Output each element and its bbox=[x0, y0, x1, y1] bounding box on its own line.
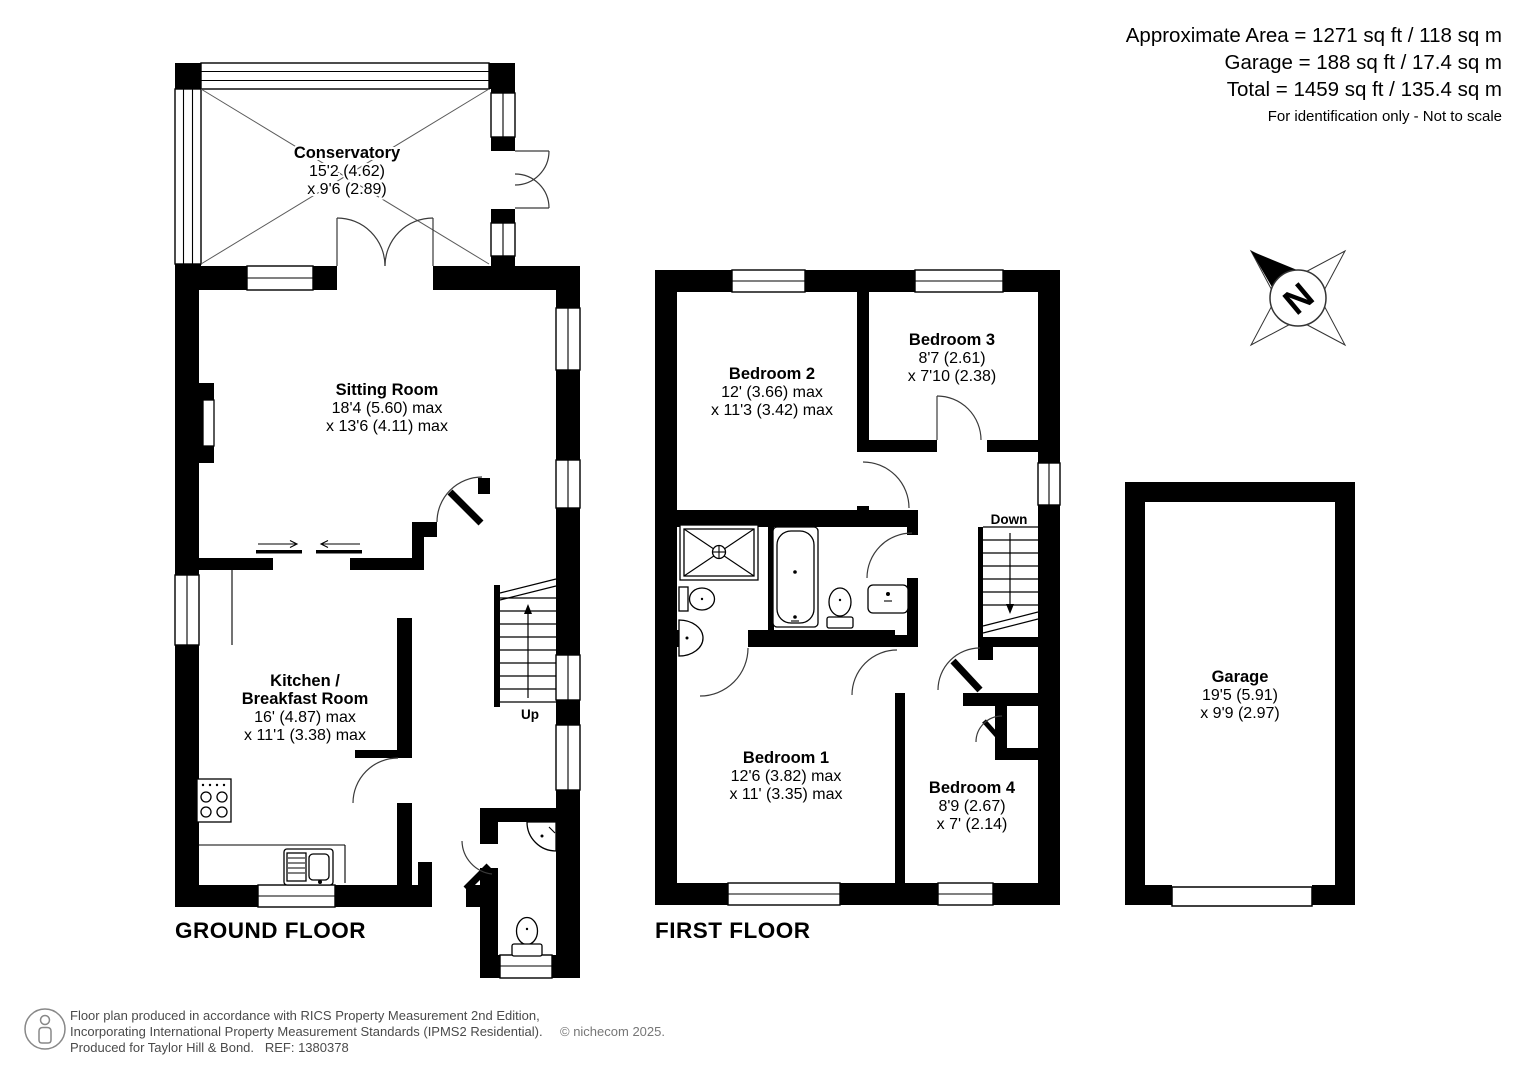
bedroom4-dim2: x 7' (2.14) bbox=[937, 816, 1008, 833]
ensuite-basin bbox=[678, 619, 704, 657]
total-area-line: Total = 1459 sq ft / 135.4 sq m bbox=[1227, 78, 1502, 101]
kitchen-dim2: x 11'1 (3.38) max bbox=[244, 727, 366, 744]
ground-floor-walls bbox=[175, 63, 580, 978]
stairs-down-label: Down bbox=[991, 512, 1028, 527]
bedroom2-label: Bedroom 2 12' (3.66) max x 11'3 (3.42) m… bbox=[711, 365, 833, 419]
bedroom2-name: Bedroom 2 bbox=[729, 365, 815, 383]
person-icon bbox=[24, 1008, 66, 1050]
stairs-down bbox=[982, 526, 1039, 634]
bedroom3-label: Bedroom 3 8'7 (2.61) x 7'10 (2.38) bbox=[908, 331, 996, 385]
shower bbox=[679, 524, 759, 581]
cooktop bbox=[196, 778, 232, 823]
footer-line1: Floor plan produced in accordance with R… bbox=[70, 1008, 540, 1023]
ensuite-toilet bbox=[678, 586, 716, 612]
garden-french-doors bbox=[514, 150, 550, 209]
chimney-breast bbox=[202, 399, 215, 447]
bedroom2-door bbox=[862, 461, 910, 509]
stairs-up bbox=[499, 578, 557, 703]
sliding-doors bbox=[256, 540, 362, 554]
wc-basin bbox=[526, 821, 557, 852]
bedroom4-name: Bedroom 4 bbox=[929, 779, 1016, 797]
sitting-room-label: Sitting Room 18'4 (5.60) max x 13'6 (4.1… bbox=[326, 381, 448, 435]
bedroom3-door bbox=[936, 395, 982, 441]
compass-rose-icon: N bbox=[1249, 249, 1347, 347]
garage-area-line: Garage = 188 sq ft / 17.4 sq m bbox=[1225, 51, 1502, 74]
conservatory-doors bbox=[336, 217, 434, 267]
bedroom1-label: Bedroom 1 12'6 (3.82) max x 11' (3.35) m… bbox=[729, 749, 842, 803]
kitchen-label: Kitchen / Breakfast Room 16' (4.87) max … bbox=[242, 672, 369, 744]
first-floor-walls bbox=[655, 270, 1060, 905]
bedroom4-door bbox=[937, 647, 983, 693]
kitchen-sink bbox=[283, 848, 334, 886]
bedroom3-name: Bedroom 3 bbox=[909, 331, 995, 349]
kitchen-name-line1: Kitchen / bbox=[270, 672, 340, 690]
ground-floor-windows bbox=[174, 265, 581, 979]
kitchen-counter bbox=[199, 844, 346, 883]
garage-name: Garage bbox=[1212, 668, 1269, 686]
first-floor-plan: Bedroom 2 12' (3.66) max x 11'3 (3.42) m… bbox=[655, 269, 1061, 943]
bedroom4-dim1: 8'9 (2.67) bbox=[938, 798, 1005, 815]
garage-plan: Garage 19'5 (5.91) x 9'9 (2.97) bbox=[1125, 482, 1355, 907]
garage-dim2: x 9'9 (2.97) bbox=[1200, 705, 1280, 722]
bedroom3-dim2: x 7'10 (2.38) bbox=[908, 368, 996, 385]
conservatory-dim1: 15'2 (4.62) bbox=[309, 163, 385, 180]
conservatory-roof-line bbox=[200, 88, 490, 265]
bathroom-door bbox=[866, 532, 913, 579]
footer-copyright: © nichecom 2025. bbox=[560, 1024, 665, 1039]
stairs-up-label: Up bbox=[521, 707, 539, 722]
ground-floor-plan: Conservatory 15'2 (4.62) x 9'6 (2.89) Si… bbox=[174, 62, 581, 979]
sitting-room-dim2: x 13'6 (4.11) max bbox=[326, 418, 448, 435]
kitchen-door bbox=[352, 757, 399, 804]
bedroom3-dim1: 8'7 (2.61) bbox=[918, 350, 985, 367]
conservatory-name: Conservatory bbox=[294, 144, 401, 162]
bedroom2-dim1: 12' (3.66) max bbox=[721, 384, 823, 401]
approximate-area-line: Approximate Area = 1271 sq ft / 118 sq m bbox=[1126, 24, 1502, 47]
conservatory-windows bbox=[174, 62, 516, 265]
bedroom4-label: Bedroom 4 8'9 (2.67) x 7' (2.14) bbox=[929, 779, 1016, 833]
first-floor-windows bbox=[727, 269, 1061, 906]
hall-door bbox=[436, 476, 484, 526]
footer: Floor plan produced in accordance with R… bbox=[24, 1008, 665, 1055]
first-floor-title: FIRST FLOOR bbox=[655, 918, 811, 943]
sitting-room-name: Sitting Room bbox=[336, 381, 439, 399]
sitting-room-dim1: 18'4 (5.60) max bbox=[332, 400, 443, 417]
not-to-scale-note: For identification only - Not to scale bbox=[1268, 108, 1502, 125]
garage-label: Garage 19'5 (5.91) x 9'9 (2.97) bbox=[1200, 668, 1280, 722]
footer-line2: Incorporating International Property Mea… bbox=[70, 1024, 543, 1039]
kitchen-dim1: 16' (4.87) max bbox=[254, 709, 356, 726]
area-summary: Approximate Area = 1271 sq ft / 118 sq m… bbox=[1126, 24, 1502, 125]
bedroom1-dim1: 12'6 (3.82) max bbox=[731, 768, 842, 785]
conservatory-label: Conservatory 15'2 (4.62) x 9'6 (2.89) bbox=[292, 142, 403, 200]
kitchen-name-line2: Breakfast Room bbox=[242, 690, 369, 708]
bedroom1-dim2: x 11' (3.35) max bbox=[729, 786, 842, 803]
bathroom-toilet bbox=[826, 587, 854, 629]
footer-line3: Produced for Taylor Hill & Bond. REF: 13… bbox=[70, 1040, 349, 1055]
bedroom2-dim2: x 11'3 (3.42) max bbox=[711, 402, 833, 419]
wc-toilet bbox=[511, 916, 543, 957]
conservatory-dim2: x 9'6 (2.89) bbox=[307, 181, 387, 198]
wc-door bbox=[461, 840, 493, 892]
bathtub bbox=[772, 526, 819, 628]
bedroom1-name: Bedroom 1 bbox=[743, 749, 829, 767]
bedroom1-door bbox=[851, 649, 898, 696]
garage-door bbox=[1145, 886, 1335, 907]
cupboard-door bbox=[975, 715, 1003, 743]
garage-dim1: 19'5 (5.91) bbox=[1202, 687, 1278, 704]
ground-floor-title: GROUND FLOOR bbox=[175, 918, 366, 943]
ensuite-door bbox=[699, 647, 749, 697]
vanity-basin bbox=[867, 584, 909, 614]
